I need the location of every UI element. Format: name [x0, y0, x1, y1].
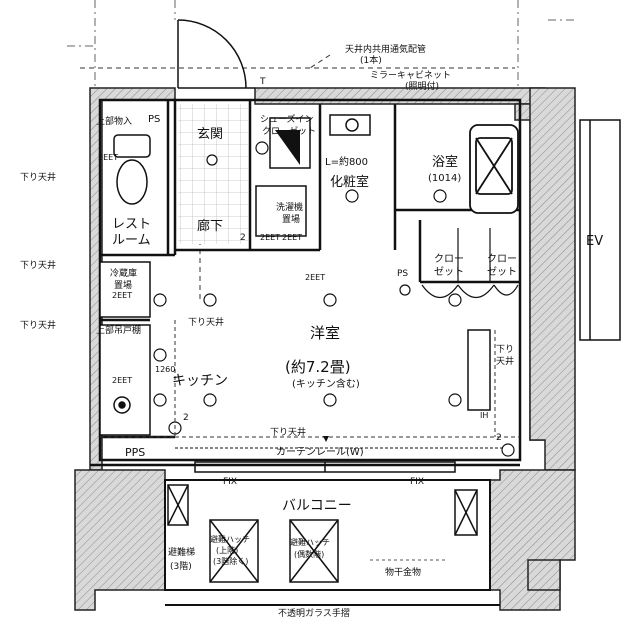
ceiling-lights — [153, 141, 515, 457]
balcony-hatches — [167, 484, 478, 583]
plan-labels: 天井内共用通気配管 (1本) ミラーキャビネット (照明付) PS 上部物入 玄… — [20, 43, 603, 619]
structural-walls — [74, 87, 576, 611]
label-pps: PPS — [125, 446, 145, 459]
label-num-2c: 2 — [240, 233, 246, 243]
label-closet-2: クロー — [487, 253, 517, 265]
label-sagari-left2: 下り天井 — [20, 259, 56, 271]
curtain-rail-arrow — [323, 436, 329, 442]
label-washer-2: 置場 — [282, 213, 300, 225]
label-area: (約7.2畳) — [285, 358, 351, 376]
label-eet-hall: 2EET — [260, 233, 280, 242]
label-num-2a: 2 — [183, 413, 189, 423]
entry-floor-tile — [178, 104, 248, 244]
label-num-2b: 2 — [496, 433, 502, 443]
elevator-frame — [579, 119, 621, 341]
label-restroom-2: ルーム — [112, 233, 151, 248]
label-bath: 浴室 — [432, 154, 458, 170]
label-curtain-rail: カーテンレール(W) — [276, 446, 364, 458]
label-escape-ladder-1: 避難梯 — [168, 546, 195, 558]
label-western-room: 洋室 — [310, 324, 340, 342]
label-eet-left: 2EET — [98, 153, 118, 162]
room-storage — [467, 329, 491, 411]
label-hanger: 物干金物 — [385, 566, 421, 578]
label-top-storage: 上部物入 — [96, 115, 132, 127]
label-top-cabinet: 上部吊戸棚 — [96, 324, 141, 336]
label-closet-1b: ゼット — [434, 266, 464, 278]
window-sash — [194, 461, 456, 473]
label-hatch1-b: (上階) — [216, 545, 238, 555]
label-hatch2-a: 避難ハッチ — [290, 537, 330, 547]
washer-area — [255, 185, 307, 237]
entrance-door — [177, 19, 255, 89]
label-restroom-1: レスト — [112, 217, 151, 232]
bathtub — [469, 124, 519, 214]
label-vanity-size: L=約800 — [325, 155, 368, 168]
label-eet-kitchen: 2EET — [112, 376, 132, 385]
label-hatch2-b: (偶数階) — [294, 549, 324, 559]
label-mirror-cabinet: ミラーキャビネット — [370, 70, 451, 81]
label-hatch1-a: 避難ハッチ — [210, 534, 250, 544]
label-eet-top: 2EET — [305, 273, 325, 282]
label-ceiling-vent: 天井内共用通気配管 — [345, 43, 426, 55]
label-fridge-1: 冷蔵庫 — [110, 267, 137, 279]
toilet — [113, 134, 151, 205]
label-balcony: バルコニー — [282, 498, 352, 514]
balcony-frame — [164, 479, 500, 606]
label-sagari-left3: 下り天井 — [20, 319, 56, 331]
interior-walls — [90, 98, 522, 467]
label-ps-lower: PS — [397, 269, 408, 279]
label-closet-2b: ゼット — [487, 266, 517, 278]
closet-doors — [421, 228, 519, 299]
label-mirror-cabinet-note: (照明付) — [405, 81, 439, 92]
label-ih: IH — [480, 411, 488, 420]
label-railing: 不透明ガラス手摺 — [278, 607, 350, 619]
label-closet-1: クロー — [434, 253, 464, 265]
label-shoes-closet2: クローゼット — [262, 125, 316, 137]
label-num-1260: 1260 — [155, 365, 175, 374]
label-eet-washer: 2EET — [282, 233, 302, 242]
label-shoes-closet: シューズイン — [260, 113, 314, 125]
label-kitchen: キッチン — [172, 373, 228, 389]
label-sagari-mid: 下り天井 — [188, 316, 224, 328]
label-ev: EV — [586, 234, 603, 249]
label-ceiling-vent-count: (1本) — [360, 54, 382, 66]
label-eet-fridge: 2EET — [112, 291, 132, 300]
label-vanity: 化粧室 — [330, 174, 369, 190]
label-t-mark: T — [259, 77, 266, 87]
label-sagari-right2: 天井 — [496, 355, 514, 367]
label-fix-left: FIX — [223, 477, 237, 487]
label-area-note: (キッチン含む) — [292, 377, 360, 390]
shoe-closet-shade — [275, 130, 300, 165]
label-bath-size: (1014) — [428, 173, 461, 184]
label-hatch1-c: (3階除く) — [213, 556, 248, 566]
label-fridge-2: 置場 — [114, 279, 132, 291]
label-ps-top: PS — [148, 114, 160, 125]
label-genkan: 玄関 — [197, 127, 223, 142]
label-fix-right: FIX — [410, 477, 424, 487]
label-escape-ladder-2: (3階) — [170, 561, 192, 572]
label-washer-1: 洗濯機 — [276, 201, 303, 213]
label-sagari-bottom: 下り天井 — [270, 426, 306, 438]
ceiling-drop-lines — [100, 320, 520, 438]
grid-lines — [67, 0, 575, 92]
label-hallway: 廊下 — [197, 218, 223, 234]
label-sagari-right1: 下り — [496, 344, 514, 355]
vanity-sink — [329, 114, 371, 136]
kitchen-counter — [99, 261, 151, 436]
label-sagari-left1: 下り天井 — [20, 171, 56, 183]
